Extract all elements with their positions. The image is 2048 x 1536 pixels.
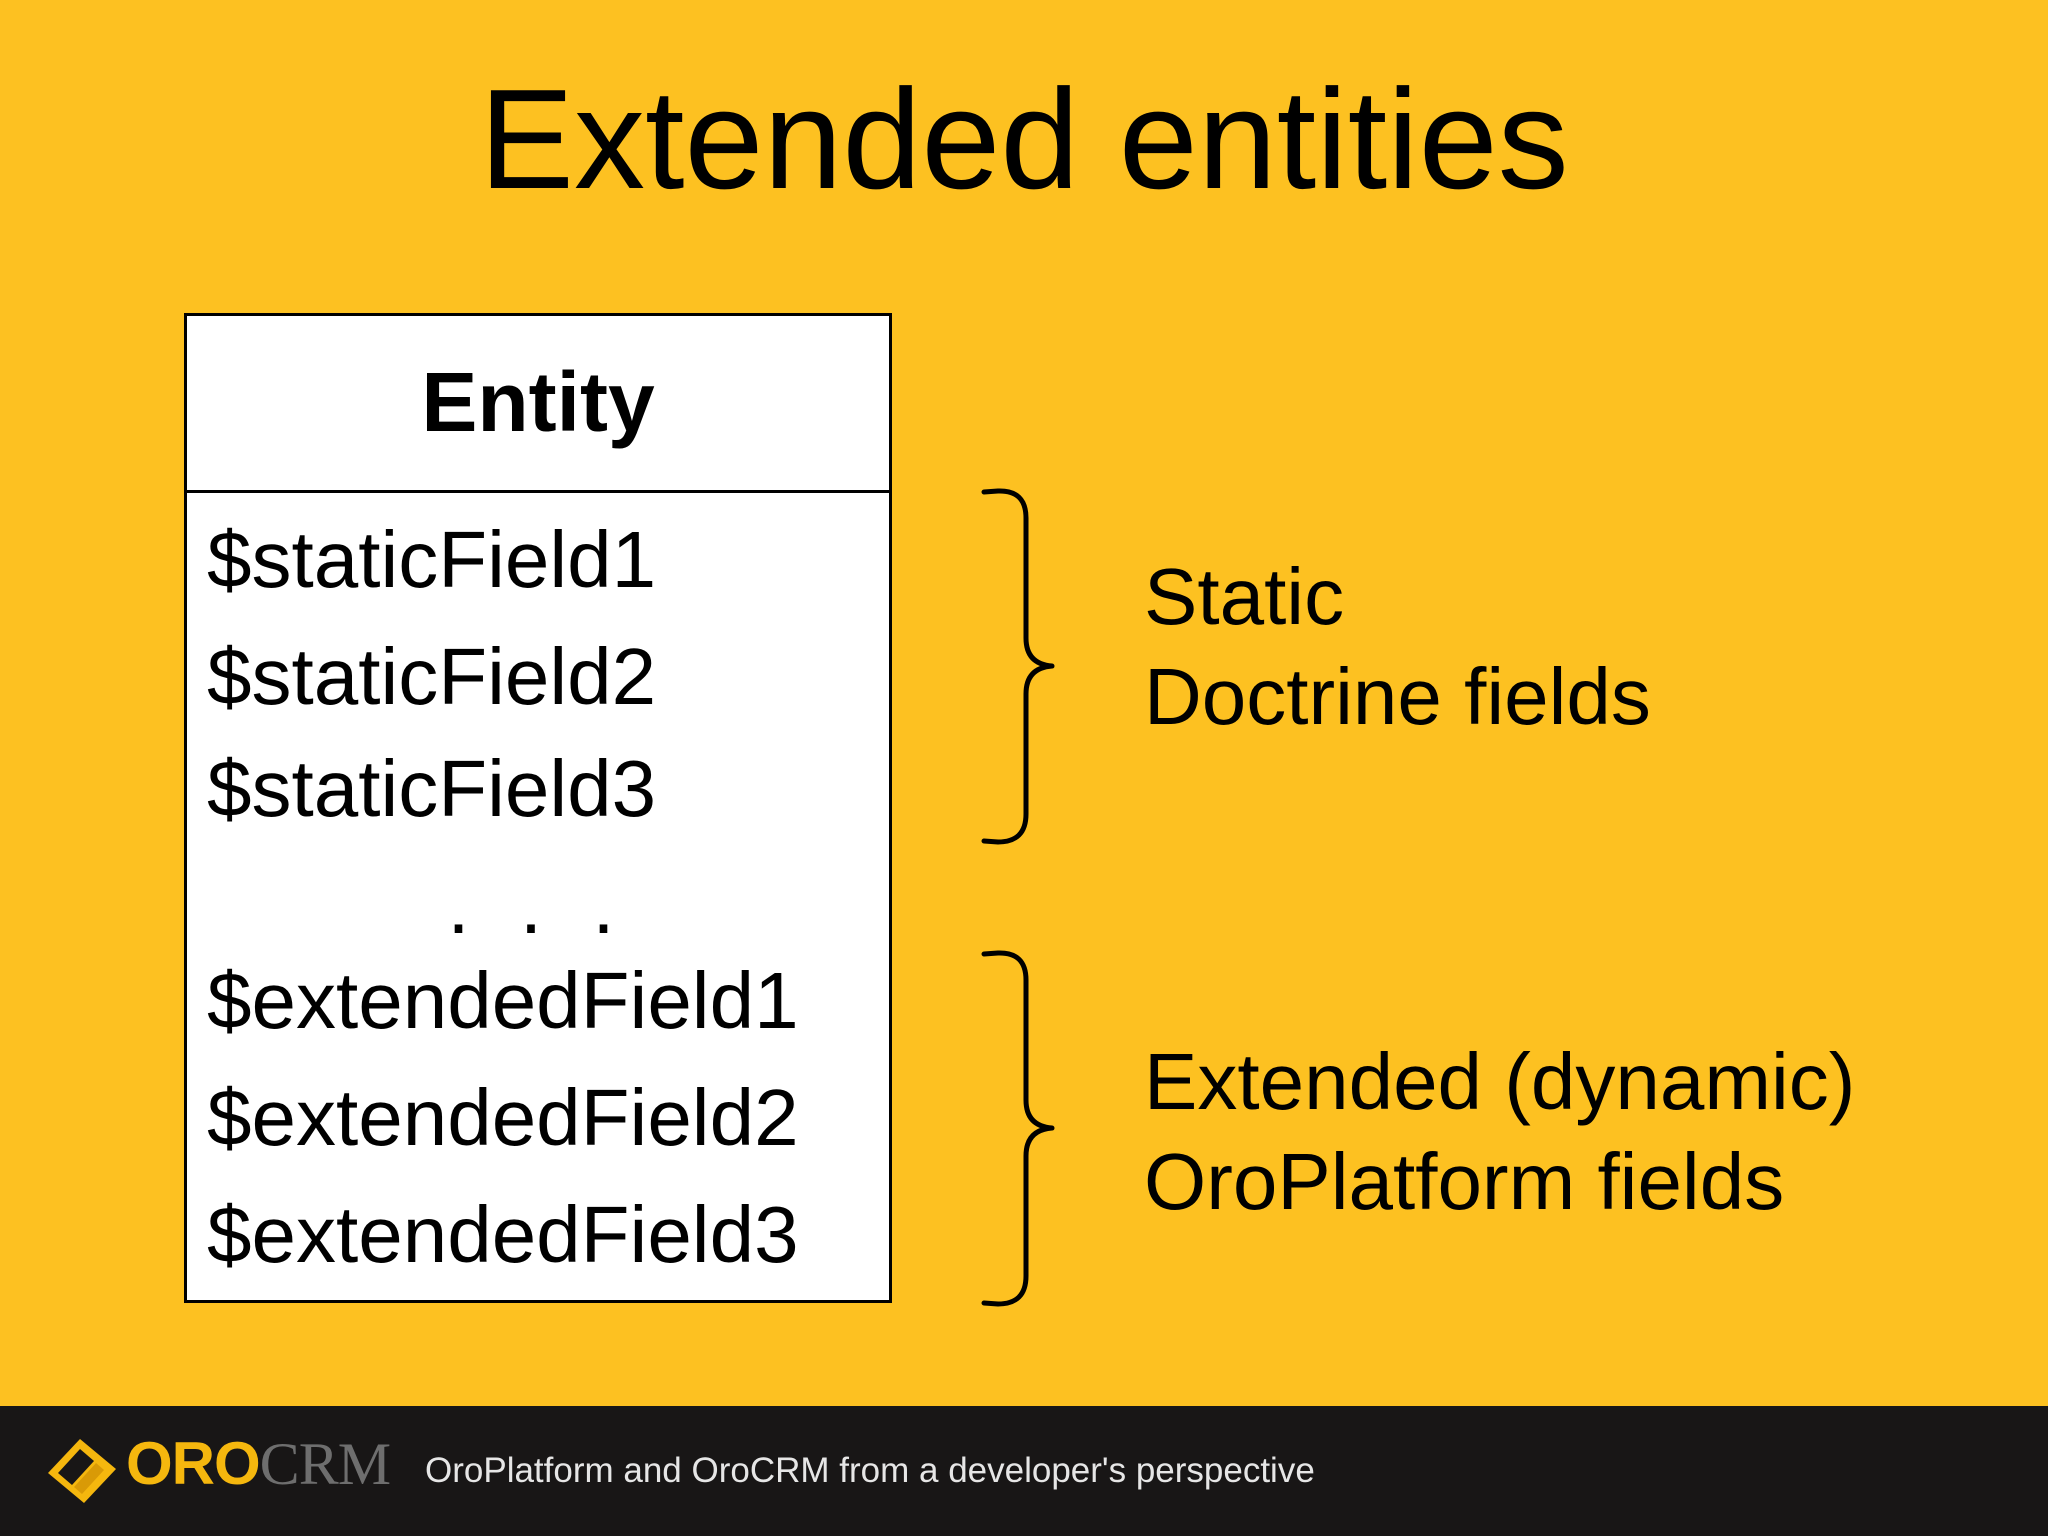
extended-group-label-line2: OroPlatform fields — [1144, 1137, 1785, 1226]
static-group-label-line1: Static — [1144, 552, 1345, 641]
static-group-label-line2: Doctrine fields — [1144, 652, 1651, 741]
static-field-3: $staticField3 — [207, 744, 657, 833]
entity-class-box: Entity $staticField1 $staticField2 $stat… — [184, 313, 892, 1303]
static-field-2: $staticField2 — [207, 632, 657, 721]
extended-field-1: $extendedField1 — [207, 956, 799, 1045]
logo-text-oro: ORO — [126, 1430, 261, 1497]
extended-group-label-line1: Extended (dynamic) — [1144, 1037, 1856, 1126]
orocrm-logo-text: OROCRM — [126, 1428, 391, 1500]
orocrm-logo-icon — [48, 1439, 116, 1503]
extended-field-3: $extendedField3 — [207, 1190, 799, 1279]
fields-ellipsis: . . . — [447, 861, 629, 950]
static-field-1: $staticField1 — [207, 515, 657, 604]
slide-title: Extended entities — [479, 60, 1569, 219]
logo-text-crm: CRM — [259, 1431, 391, 1497]
footer-bar: OROCRM OroPlatform and OroCRM from a dev… — [0, 1406, 2048, 1536]
footer-caption: OroPlatform and OroCRM from a developer'… — [425, 1451, 1315, 1490]
extended-field-2: $extendedField2 — [207, 1073, 799, 1162]
static-fields-brace-icon — [981, 488, 1055, 845]
extended-fields-brace-icon — [981, 950, 1055, 1307]
entity-header: Entity — [187, 316, 889, 493]
